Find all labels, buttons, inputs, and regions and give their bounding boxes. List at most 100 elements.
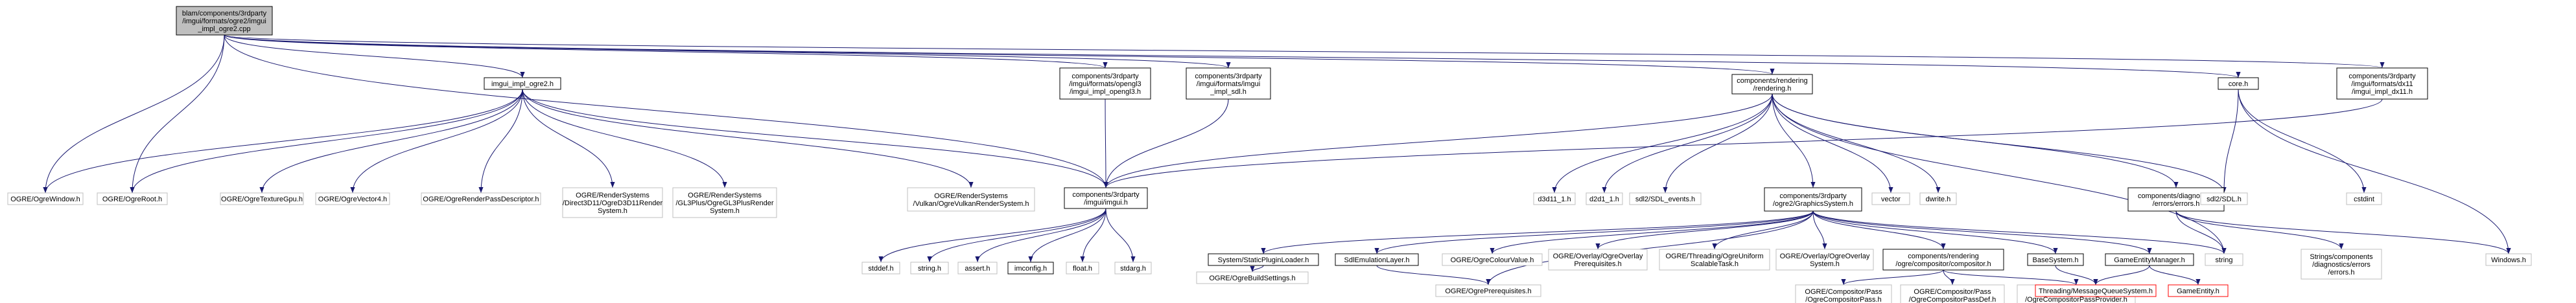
node-label: Threading/MessageQueueSystem.h: [2039, 287, 2153, 295]
node-box: [910, 262, 949, 275]
node-compositor_h[interactable]: components/rendering/ogre/compositor/com…: [1882, 249, 2004, 271]
include-edge: [43, 34, 225, 194]
node-label: stddef.h: [868, 265, 893, 273]
node-label: /ogre2/GraphicsSystem.h: [1773, 200, 1853, 208]
node-label: OGRE/OgreRoot.h: [102, 196, 162, 203]
node-opengl3_h[interactable]: components/3rdparty/imgui/formats/opengl…: [1059, 67, 1151, 100]
node-label: /imgui/imgui.h: [1084, 199, 1128, 207]
node-label: /errors/errors.h: [2153, 200, 2200, 208]
node-label: /errors.h: [2328, 269, 2355, 276]
include-edge: [224, 34, 1108, 188]
node-label: components/diagnostics: [2138, 192, 2215, 200]
node-label: /imgui/formats/ogre2/imgui: [182, 17, 266, 25]
node-label: vector: [1881, 196, 1901, 203]
node-label: OGRE/RenderSystems: [934, 192, 1008, 200]
node-string_h: string.h: [910, 262, 949, 275]
node-D3D11Render: OGRE/RenderSystems/Direct3D11/OgreD3D11R…: [562, 187, 663, 218]
node-Windows: Windows.h: [2485, 253, 2532, 266]
include-edge: [224, 34, 1774, 75]
node-box: [97, 192, 168, 205]
node-label: /OgreCompositorPass.h: [1805, 296, 1881, 303]
node-CompPass: OGRE/Compositor/Pass/OgreCompositorPass.…: [1795, 284, 1892, 303]
node-box: [220, 192, 304, 205]
node-label: components/3rdparty: [1072, 191, 1140, 199]
include-edge: [1812, 210, 2152, 254]
node-label: OGRE/OgreWindow.h: [10, 196, 80, 203]
node-label: System/StaticPluginLoader.h: [1218, 256, 1309, 264]
node-label: components/rendering: [1908, 252, 1978, 260]
node-label: OGRE/OgreVector4.h: [318, 196, 387, 203]
node-label: ScalableTask.h: [1691, 260, 1739, 268]
include-edge: [1595, 210, 1814, 250]
node-box: [1882, 249, 2004, 271]
node-OgreTextureGpu: OGRE/OgreTextureGpu.h: [220, 192, 304, 205]
node-GameEntityManager[interactable]: GameEntityManager.h: [2105, 253, 2194, 266]
node-label: /OgreCompositorPassProvider.h: [2025, 296, 2127, 303]
include-edge: [224, 34, 1231, 69]
node-dx11_h[interactable]: components/3rdparty/imgui/formats/dx11/i…: [2336, 67, 2428, 100]
include-edge: [1103, 98, 1108, 188]
node-cstdint: cstdint: [2346, 192, 2382, 205]
node-sdl_h[interactable]: components/3rdparty/imgui/formats/imgui_…: [1186, 67, 1271, 100]
node-label: components/3rdparty: [1195, 73, 1262, 80]
node-box: [2218, 77, 2259, 90]
include-edge: [224, 34, 525, 78]
node-label: BaseSystem.h: [2033, 256, 2079, 264]
node-BaseSystem[interactable]: BaseSystem.h: [2027, 253, 2084, 266]
node-box: [1208, 253, 1319, 266]
node-imgui_impl_ogre2_h[interactable]: imgui_impl_ogre2.h: [484, 77, 561, 90]
node-label: cstdint: [2354, 196, 2374, 203]
node-box: [1629, 192, 1702, 205]
node-label: /imgui/formats/imgui: [1197, 80, 1260, 88]
node-box: [1442, 253, 1543, 266]
node-label: OGRE/RenderSystems: [576, 192, 650, 199]
node-box: [957, 262, 998, 275]
include-edge: [1103, 93, 1773, 188]
node-imconfig[interactable]: imconfig.h: [1007, 262, 1054, 275]
node-assert: assert.h: [957, 262, 998, 275]
node-rendering_h[interactable]: components/rendering/rendering.h: [1731, 74, 1813, 95]
include-edge: [1490, 210, 1814, 254]
node-box: [484, 77, 561, 90]
node-box: [2027, 253, 2084, 266]
node-OgreWindow: OGRE/OgreWindow.h: [7, 192, 84, 205]
include-edge: [478, 89, 523, 194]
node-GL3PlusRender: OGRE/RenderSystems/GL3Plus/OgreGL3PlusRe…: [672, 187, 777, 218]
node-box: [1186, 67, 1271, 100]
node-box: [562, 187, 663, 218]
node-imgui_h[interactable]: components/3rdparty/imgui/imgui.h: [1064, 187, 1148, 209]
node-box: [1196, 271, 1309, 284]
include-edge: [2175, 210, 2227, 254]
include-edge: [2175, 210, 2344, 250]
node-float: float.h: [1066, 262, 1099, 275]
node-StaticPluginLoader[interactable]: System/StaticPluginLoader.h: [1208, 253, 1319, 266]
include-edge: [1105, 208, 1136, 263]
include-edge: [1772, 93, 2227, 194]
include-edge: [2093, 265, 2150, 286]
include-edge: [1772, 93, 1893, 194]
node-box: [672, 187, 777, 218]
node-core_h[interactable]: core.h: [2218, 77, 2259, 90]
node-box: [1066, 262, 1099, 275]
node-label: /diagnostics/errors: [2312, 261, 2371, 269]
node-SdlEmulationLayer[interactable]: SdlEmulationLayer.h: [1335, 253, 1419, 266]
node-label: components/3rdparty: [1071, 73, 1139, 80]
node-label: OGRE/OgreRenderPassDescriptor.h: [423, 196, 539, 203]
include-edge: [2055, 265, 2098, 286]
node-label: GameEntity.h: [2177, 287, 2219, 295]
node-label: d3d11_1.h: [1538, 196, 1571, 203]
include-edge: [224, 34, 2384, 69]
node-box: [2346, 192, 2382, 205]
node-box: [7, 192, 84, 205]
node-box: [861, 262, 900, 275]
node-OgreRoot: OGRE/OgreRoot.h: [97, 192, 168, 205]
node-box: [1871, 192, 1910, 205]
include-edge: [2238, 89, 2367, 194]
include-edge: [522, 89, 1108, 188]
include-edge: [522, 89, 974, 188]
node-graphicssystem_h[interactable]: components/3rdparty/ogre2/GraphicsSystem…: [1764, 187, 1862, 212]
